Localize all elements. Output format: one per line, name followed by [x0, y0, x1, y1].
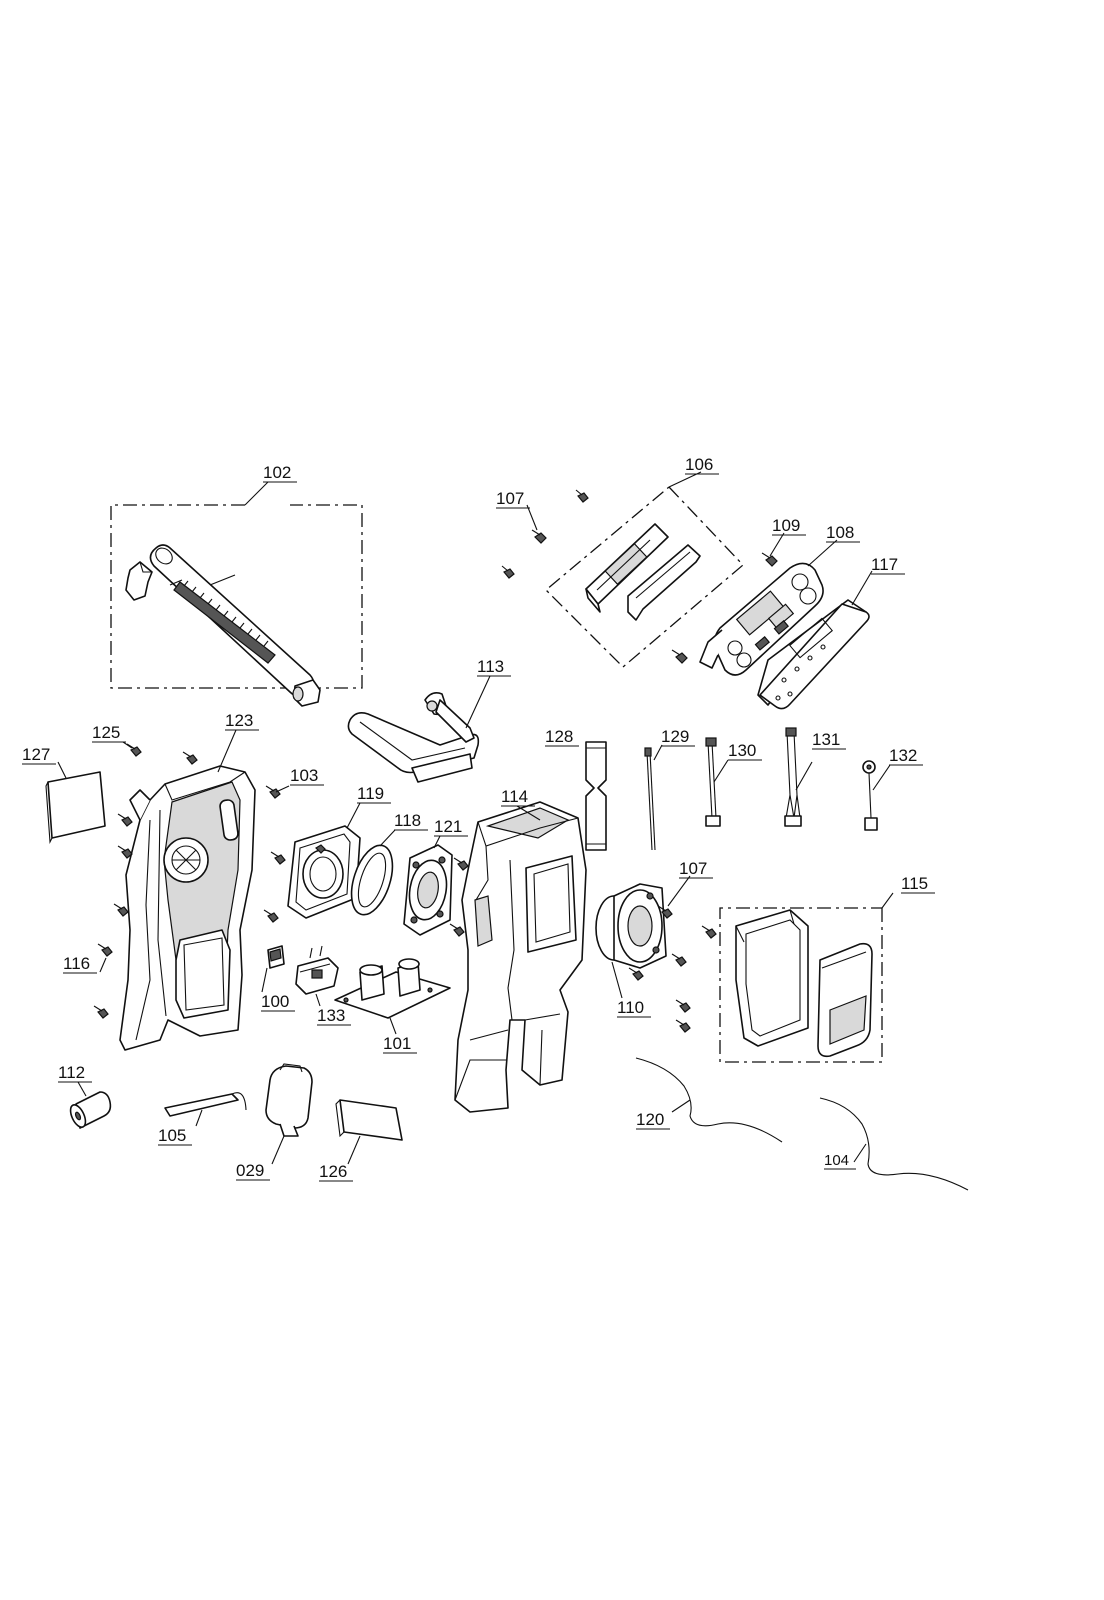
callout-126: 126 — [319, 1162, 347, 1181]
part-130-cable — [705, 737, 729, 827]
callout-120: 120 — [636, 1110, 664, 1129]
callout-113: 113 — [477, 657, 504, 676]
callout-112: 112 — [58, 1063, 85, 1082]
callout-101: 101 — [383, 1034, 411, 1053]
part-029-cover — [265, 1063, 313, 1165]
part-120-wire — [635, 1057, 783, 1143]
callout-115: 115 — [901, 874, 928, 893]
callout-110: 110 — [617, 998, 644, 1017]
part-112-roller — [69, 1081, 112, 1129]
part-group-115 — [675, 892, 894, 1063]
screw-109 — [671, 532, 785, 664]
callout-125: 125 — [92, 723, 120, 742]
callout-107-right: 107 — [679, 859, 707, 878]
callout-104: 104 — [824, 1152, 849, 1169]
part-105-strip — [164, 1092, 247, 1127]
callout-106: 106 — [685, 455, 713, 474]
callout-132: 132 — [889, 746, 917, 765]
callout-103: 103 — [290, 766, 318, 785]
callout-131: 131 — [812, 730, 840, 749]
part-117-label-foil — [757, 570, 873, 710]
part-104-wire — [819, 1097, 969, 1191]
part-113-handle — [347, 675, 491, 783]
callout-100: 100 — [261, 992, 289, 1011]
part-114-front-housing — [454, 801, 587, 1113]
callout-128: 128 — [545, 727, 573, 746]
callout-133: 133 — [317, 1006, 345, 1025]
part-133-socket — [295, 945, 339, 1007]
part-128-tape — [585, 741, 607, 851]
part-132-cable — [862, 760, 891, 831]
callout-117: 117 — [871, 555, 898, 574]
part-group-106 — [545, 471, 744, 668]
part-123-rear-housing — [119, 729, 256, 1051]
part-101-pcb — [334, 958, 451, 1035]
callout-127: 127 — [22, 745, 50, 764]
callout-105: 105 — [158, 1126, 186, 1145]
screw-set-107-top — [501, 489, 589, 579]
callout-121: 121 — [434, 817, 462, 836]
part-119-speaker-frame — [287, 802, 361, 919]
part-108-front-panel — [699, 539, 838, 676]
callout-029: 029 — [236, 1161, 264, 1180]
callout-116: 116 — [63, 954, 90, 973]
callout-129: 129 — [661, 727, 689, 746]
callout-109: 109 — [772, 516, 800, 535]
screw-set-rear-housing — [93, 741, 290, 1019]
callout-119: 119 — [357, 784, 384, 803]
callout-114: 114 — [501, 787, 528, 806]
callout-102: 102 — [263, 463, 291, 482]
part-100-switch — [261, 945, 285, 993]
callout-107-top: 107 — [496, 489, 524, 508]
part-group-102 — [110, 481, 363, 707]
part-121-speaker-mount — [403, 835, 469, 937]
callout-108: 108 — [826, 523, 854, 542]
callout-labels: 102 106 107 109 108 117 113 125 123 127 … — [22, 455, 935, 1182]
part-131-cable — [784, 727, 813, 827]
callout-118: 118 — [394, 811, 421, 830]
part-129-cable — [644, 744, 663, 851]
part-118-ring — [350, 829, 396, 916]
part-127-pad — [45, 761, 106, 845]
callout-130: 130 — [728, 741, 756, 760]
part-110-speaker — [595, 875, 691, 999]
part-126-block — [335, 1099, 403, 1165]
callout-123: 123 — [225, 711, 253, 730]
